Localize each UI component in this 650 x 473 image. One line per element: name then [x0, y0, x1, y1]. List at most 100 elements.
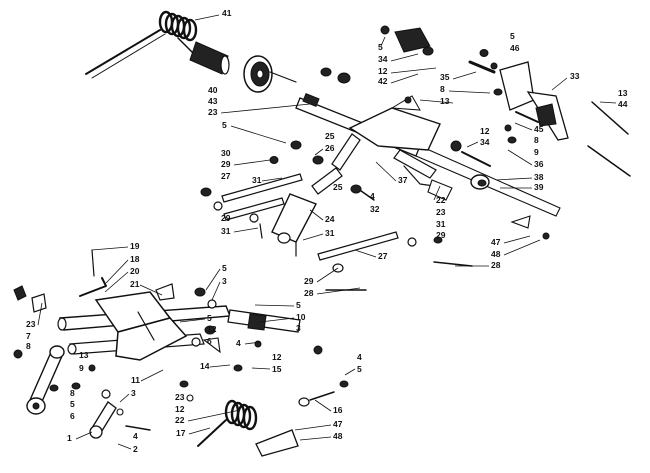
part-callout: 13 — [79, 350, 89, 360]
leader-line — [503, 239, 541, 256]
part-callout: 45 — [534, 124, 544, 134]
part-callout: 8 — [440, 84, 445, 94]
part-callout: 5 — [70, 399, 75, 409]
part-callout: 29 — [221, 213, 231, 223]
leader-line — [230, 125, 287, 144]
upper-right-bracket-plate — [394, 27, 569, 141]
part-callout: 46 — [510, 43, 520, 53]
part-callout: 12 — [272, 352, 282, 362]
part-callout: 21 — [130, 279, 140, 289]
leader-line — [251, 367, 271, 370]
leader-line — [495, 177, 533, 181]
part-callout: 9 — [79, 363, 84, 373]
leader-line — [75, 431, 93, 440]
leader-line — [220, 103, 311, 114]
leader-line — [599, 101, 617, 104]
part-callout: 27 — [221, 171, 231, 181]
leader-line — [91, 246, 129, 251]
part-callout: 6 — [70, 411, 75, 421]
part-callout: 42 — [378, 76, 388, 86]
part-callout: 9 — [534, 147, 539, 157]
part-callout: 5 — [222, 120, 227, 130]
part-callout: 7 — [26, 331, 31, 341]
part-callout: 23 — [175, 392, 185, 402]
part-callout: 17 — [176, 428, 186, 438]
leader-line — [254, 304, 295, 307]
leader-line — [205, 268, 221, 291]
leader-line — [314, 399, 332, 412]
part-callout: 39 — [534, 182, 544, 192]
part-callout: 12 — [175, 404, 185, 414]
leader-line — [259, 317, 295, 323]
part-callout: 8 — [26, 341, 31, 351]
part-callout: 15 — [272, 364, 282, 374]
part-callout: 37 — [398, 175, 408, 185]
idler-wheel — [243, 55, 297, 93]
main-cross-shaft — [295, 93, 561, 217]
part-callout: 5 — [357, 364, 362, 374]
part-callout: 48 — [491, 249, 501, 259]
part-callout: 47 — [333, 419, 343, 429]
leader-line — [390, 73, 419, 84]
part-callout: 33 — [570, 71, 580, 81]
part-callout: 3 — [131, 388, 136, 398]
lower-hardware — [13, 249, 367, 431]
part-callout: 25 — [333, 182, 343, 192]
leader-line — [299, 436, 332, 441]
part-callout: 23 — [208, 107, 218, 117]
leader-line — [390, 53, 419, 62]
leader-line — [119, 393, 130, 403]
part-callout: 5 — [378, 42, 383, 52]
part-callout: 5 — [222, 263, 227, 273]
upper-arm-bracket — [331, 95, 441, 179]
leader-line — [294, 424, 332, 431]
leader-line — [514, 122, 533, 131]
part-callout: 28 — [491, 260, 501, 270]
part-callout: 12 — [378, 66, 388, 76]
leader-line — [188, 427, 211, 435]
part-callout: 22 — [436, 195, 446, 205]
part-callout: 2 — [133, 444, 138, 454]
part-callout: 34 — [378, 54, 388, 64]
part-callout: 23 — [26, 319, 36, 329]
part-callout: 14 — [200, 361, 210, 371]
spring-rod-upper — [85, 10, 201, 79]
leader-line — [380, 36, 386, 47]
part-callout: 4 — [357, 352, 362, 362]
part-callout: 16 — [333, 405, 343, 415]
part-callout: 29 — [221, 159, 231, 169]
leader-line — [37, 302, 43, 326]
leader-line — [187, 409, 241, 422]
leader-line — [244, 341, 261, 345]
part-callout: 22 — [175, 415, 185, 425]
leader-line — [302, 233, 324, 241]
leader-line — [354, 249, 377, 258]
bushing-sleeve — [189, 41, 230, 75]
leader-line — [503, 235, 531, 244]
leader-line — [139, 284, 163, 296]
part-callout: 1 — [67, 433, 72, 443]
part-callout: 31 — [436, 219, 446, 229]
part-callout: 5 — [207, 313, 212, 323]
leader-line — [117, 443, 132, 450]
part-callout: 36 — [534, 159, 544, 169]
part-callout: 44 — [618, 99, 628, 109]
part-callout: 3 — [222, 276, 227, 286]
leader-line — [261, 177, 283, 182]
leader-line — [419, 99, 454, 104]
leader-line — [551, 77, 568, 91]
leader-line — [375, 161, 397, 182]
part-callout: 48 — [333, 431, 343, 441]
leader-line — [316, 287, 361, 295]
part-callout: 3 — [296, 323, 301, 333]
leader-line — [194, 14, 220, 21]
part-callout: 10 — [296, 312, 306, 322]
leader-line — [179, 318, 206, 323]
part-callout: 20 — [130, 266, 140, 276]
leader-line — [448, 90, 491, 94]
part-callout: 31 — [325, 228, 335, 238]
leader-line — [140, 369, 164, 382]
part-callout: 8 — [70, 388, 75, 398]
